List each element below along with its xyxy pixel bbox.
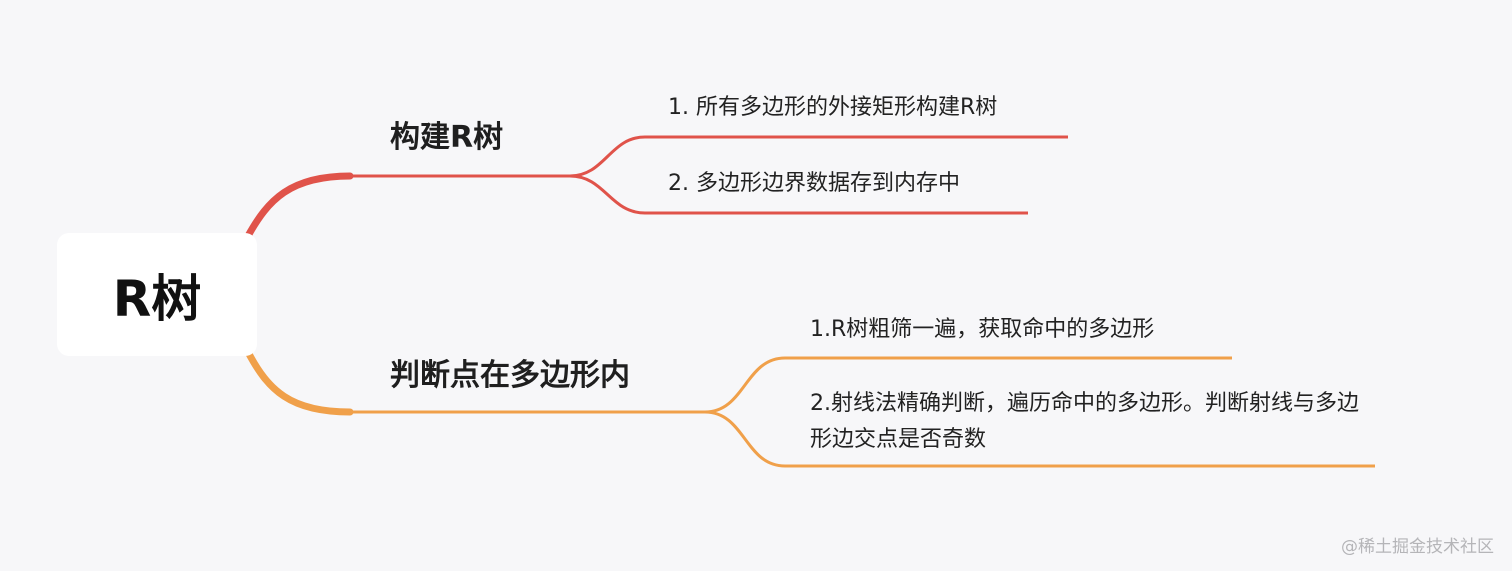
branch-node-point-in-polygon[interactable]: 判断点在多边形内: [390, 358, 630, 393]
leaf-node-point-in-polygon-1[interactable]: 1.R树粗筛一遍，获取命中的多边形: [810, 317, 1155, 342]
branch-node-build-rtree[interactable]: 构建R树: [390, 120, 504, 155]
leaf-node-point-in-polygon-2[interactable]: 2.射线法精确判断，遍历命中的多边形。判断射线与多边形边交点是否奇数: [810, 391, 1359, 452]
branch-1-leaf-2-connector: [569, 174, 1028, 215]
leaf-node-build-rtree-2[interactable]: 2. 多边形边界数据存到内存中: [668, 171, 960, 196]
branch-2-leaf-2-connector: [704, 410, 1375, 468]
root-branch-2-connector: [244, 348, 354, 416]
root-node[interactable]: R树: [57, 233, 257, 356]
branch-1-leaf-1-connector: [569, 135, 1068, 178]
watermark-text: @稀土掘金技术社区: [1341, 537, 1494, 557]
root-branch-1-connector: [244, 172, 354, 240]
leaf-node-build-rtree-1[interactable]: 1. 所有多边形的外接矩形构建R树: [668, 95, 998, 120]
branch-2-leaf-1-connector: [704, 356, 1232, 414]
